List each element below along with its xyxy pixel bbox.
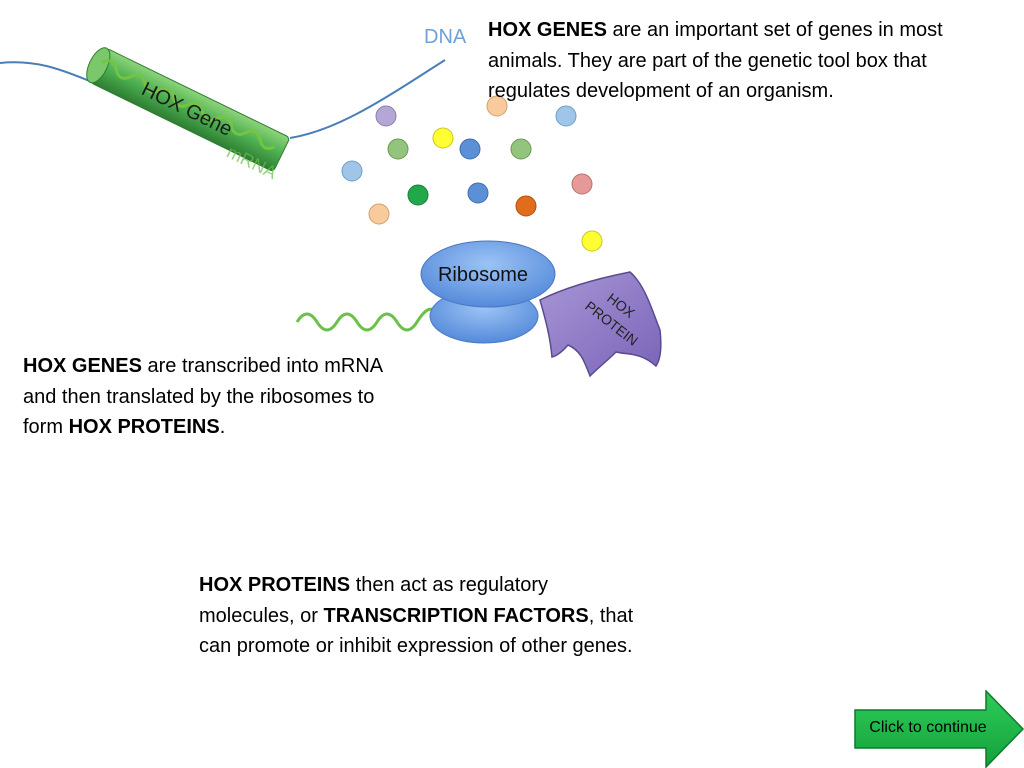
- mrna-on-gene: [101, 59, 276, 150]
- amino-acid-ball: [375, 105, 397, 127]
- amino-acid-ball: [571, 173, 593, 195]
- regulation-paragraph: HOX PROTEINS then act as regulatory mole…: [199, 570, 639, 662]
- regulation-text-2: , that can promote or inhibit expression…: [199, 604, 634, 658]
- transcription-bold-2: HOX PROTEINS: [68, 416, 220, 438]
- ribosome: Ribosome: [420, 240, 556, 344]
- intro-bold: HOX GENES: [488, 19, 607, 41]
- amino-acid-ball: [581, 230, 603, 252]
- regulation-bold-1: HOX PROTEINS: [199, 574, 351, 596]
- transcription-bold-1: HOX GENES: [23, 355, 142, 377]
- amino-acid-ball: [368, 203, 390, 225]
- mrna-strand: [295, 307, 434, 332]
- intro-paragraph: HOX GENES are an important set of genes …: [488, 15, 1008, 107]
- continue-button[interactable]: Click to continue: [854, 690, 1024, 768]
- ribosome-label: Ribosome: [438, 264, 528, 286]
- amino-acid-ball: [486, 95, 508, 117]
- intro-text: are an important set of genes in most an…: [488, 19, 943, 102]
- regulation-bold-2: TRANSCRIPTION FACTORS: [323, 604, 589, 627]
- transcription-text-2: .: [219, 416, 226, 438]
- amino-acid-ball: [467, 182, 489, 204]
- amino-acid-ball: [341, 160, 363, 182]
- amino-acid-ball: [432, 127, 454, 149]
- transcription-text-1: are transcribed into mRNA and then trans…: [23, 355, 383, 438]
- hox-protein: HOX PROTEIN: [539, 271, 662, 378]
- hox-gene-cylinder: HOX Gene mRNA: [86, 47, 290, 183]
- arrow-right-icon: [854, 690, 1024, 768]
- amino-acid-ball: [387, 138, 409, 160]
- regulation-text-1: then act as regulatory molecules, or: [199, 574, 549, 627]
- amino-acid-ball: [515, 195, 537, 217]
- amino-acid-ball: [459, 138, 481, 160]
- amino-acid-ball: [407, 184, 429, 206]
- amino-acids: [341, 95, 603, 252]
- continue-label: Click to continue: [869, 719, 987, 736]
- transcription-paragraph: HOX GENES are transcribed into mRNA and …: [23, 351, 383, 443]
- amino-acid-ball: [510, 138, 532, 160]
- amino-acid-ball: [555, 105, 577, 127]
- dna-label: DNA: [424, 26, 467, 48]
